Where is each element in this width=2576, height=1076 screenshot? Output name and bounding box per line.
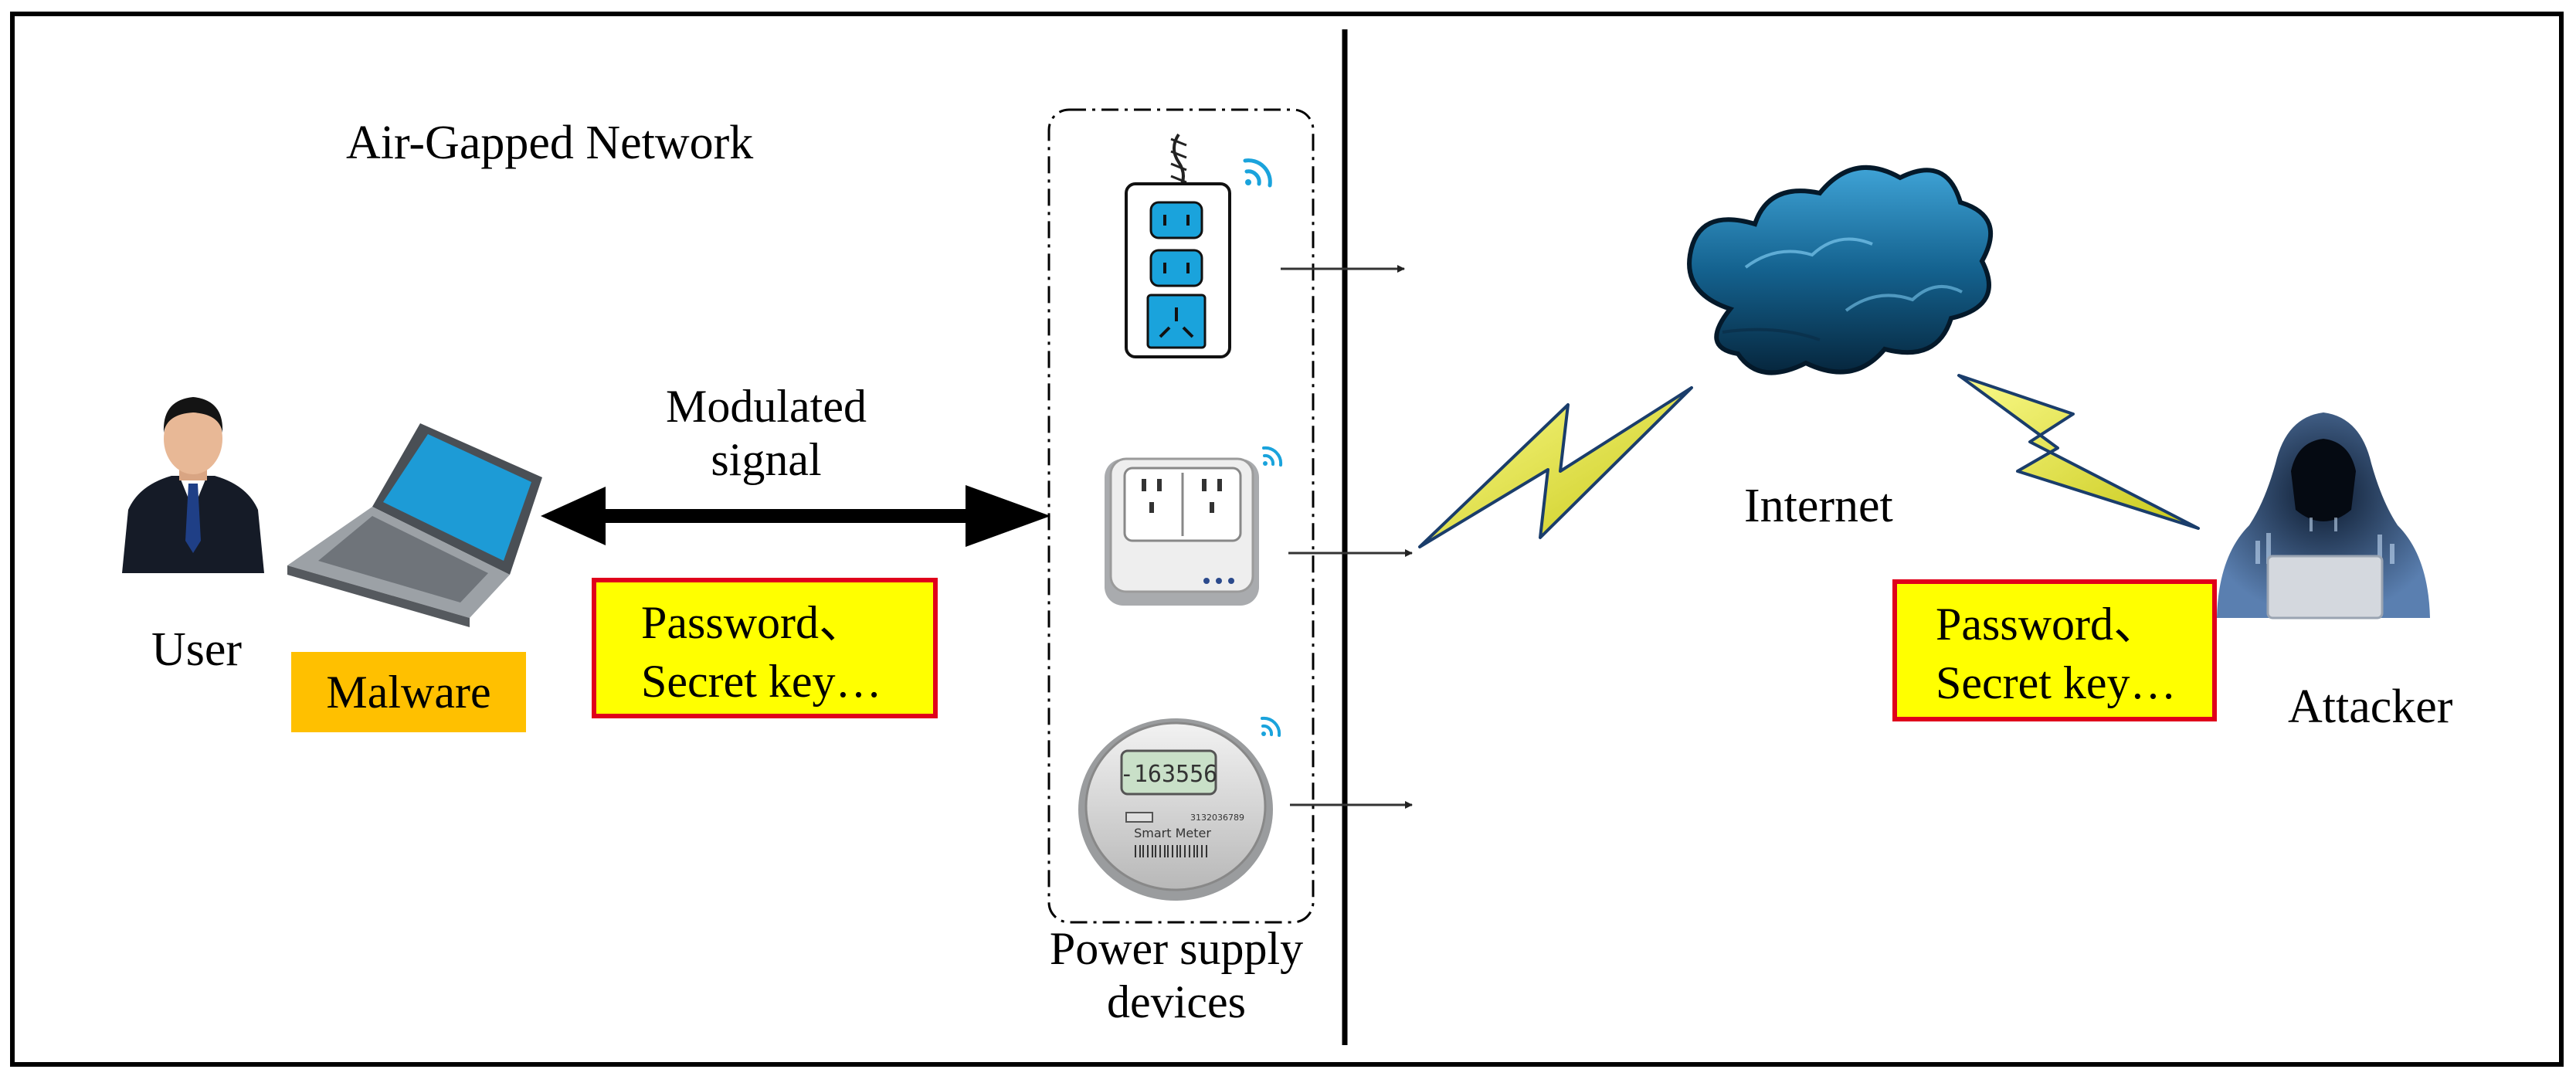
internet-label: Internet [1744,480,1893,532]
wifi-signal-icon [1243,158,1272,188]
modulated-signal-line1: Modulated [666,381,867,432]
meter-serial: 3132036789 [1190,813,1244,823]
air-gapped-network-label: Air-Gapped Network [346,117,754,169]
secrets-right-line2: Secret key… [1936,657,2177,708]
laptop-icon [287,423,542,627]
cloud-icon [1687,165,1994,375]
hooded-hacker-icon [2217,412,2430,619]
secrets-box-left: Password、 Secret key… [592,578,938,718]
power-strip-icon [1125,133,1231,358]
attacker-label: Attacker [2288,681,2453,733]
malware-badge: Malware [291,652,526,732]
smart-meter-icon: -163556 3132036789 Smart Meter [1078,718,1273,901]
devices-label-line1: Power supply [1049,923,1304,974]
wall-socket-icon [1105,457,1259,606]
modulated-signal-line2: signal [711,434,822,485]
modulated-signal-arrow [541,485,1050,547]
lightning-bolt-icon [1957,374,2200,530]
wifi-signal-icon [1262,446,1283,467]
user-person-icon [116,397,270,575]
user-label: User [151,623,243,676]
wifi-signal-icon [1261,716,1281,737]
modulated-signal-label: Modulated signal [627,380,905,487]
devices-label-line2: devices [1107,976,1246,1027]
power-supply-devices-label: Power supply devices [1012,922,1341,1029]
meter-caption: Smart Meter [1134,826,1211,840]
secrets-left-line2: Secret key… [641,656,882,707]
outer-frame [10,12,2564,1067]
lightning-bolt-icon [1418,386,1693,548]
meter-display-value: -163556 [1120,761,1217,788]
secrets-box-right: Password、 Secret key… [1892,579,2217,721]
secrets-left-line1: Password、 [641,597,866,648]
secrets-right-line1: Password、 [1936,599,2160,650]
